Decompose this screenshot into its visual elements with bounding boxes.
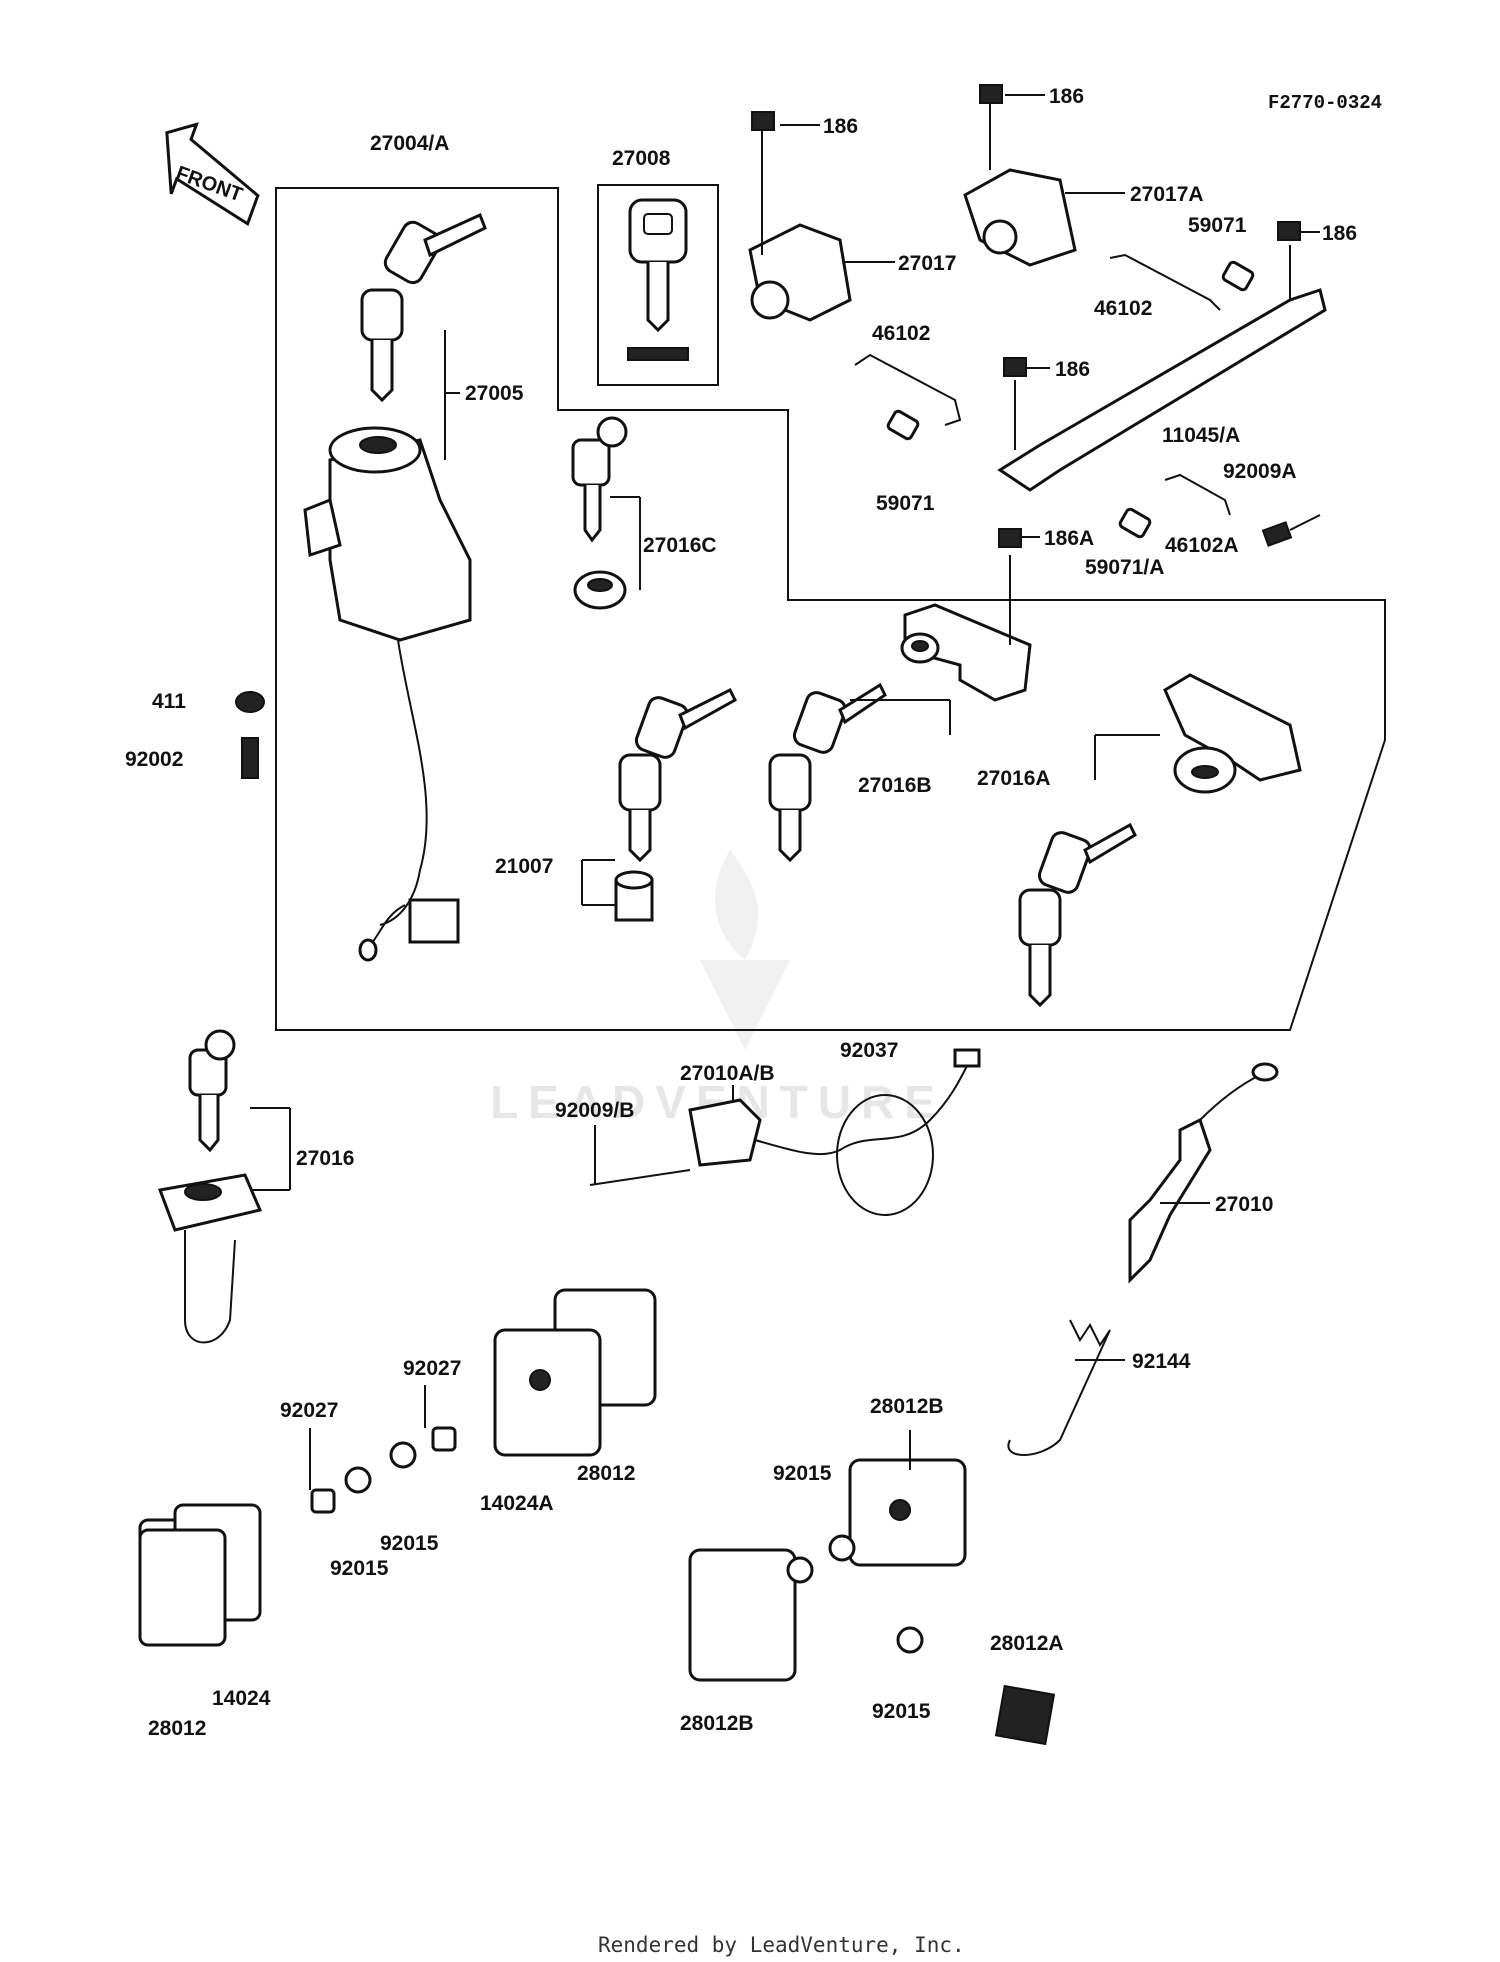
callout-11045A: 11045/A [1162,424,1240,447]
callout-186: 186 [823,115,858,138]
callout-59071A: 59071/A [1085,556,1164,579]
callout-92015: 92015 [330,1557,389,1580]
callout-27010AB: 27010A/B [680,1062,775,1085]
callout-labels: 186 186 186 186 186A 27004/A 27008 27017… [125,85,1357,1740]
callout-92009B: 92009/B [555,1099,634,1122]
callout-21007: 21007 [495,855,553,878]
callout-27016C: 27016C [643,534,717,557]
watermark-logo [700,850,790,1050]
washer-411-icon [235,691,265,713]
callout-92037: 92037 [840,1039,898,1062]
callout-28012B: 28012B [680,1712,754,1735]
leader-lines [250,94,1320,1490]
diagram-code: F2770-0324 [1268,92,1382,114]
callout-59071: 59071 [1188,214,1247,237]
callout-28012A: 28012A [990,1632,1064,1655]
callout-27005: 27005 [465,382,524,405]
key-pair-21007-icon [614,687,737,922]
lock-27016-icon [157,1029,263,1344]
front-arrow-icon: FRONT [165,122,260,227]
callout-27016B: 27016B [858,774,932,797]
key-pair-27016B-icon [768,682,887,863]
callout-186: 186 [1322,222,1357,245]
reflector-28012B-top-icon [848,1458,967,1567]
callout-27016: 27016 [296,1147,354,1170]
callout-27010: 27010 [1215,1193,1273,1216]
callout-411: 411 [152,690,186,713]
callout-92015: 92015 [773,1462,832,1485]
ignition-switch-icon [303,426,472,962]
callout-92027: 92027 [280,1399,338,1422]
key-blank-icon [627,198,689,361]
callout-27017A: 27017A [1130,183,1204,206]
callout-14024: 14024 [212,1687,271,1710]
callout-59071: 59071 [876,492,935,515]
callout-186A: 186A [1044,527,1094,550]
callout-28012: 28012 [148,1717,206,1740]
callout-92002: 92002 [125,748,183,771]
callout-27016A: 27016A [977,767,1051,790]
callout-27004A: 27004/A [370,132,449,155]
lock-cylinder-27016C-icon [571,416,628,610]
key-pair-27016A-icon [1018,822,1137,1008]
callout-27017: 27017 [898,252,956,275]
callout-92144: 92144 [1132,1350,1191,1373]
callout-92015: 92015 [872,1700,931,1723]
reflector-28012-right-icon [493,1288,657,1457]
callout-27008: 27008 [612,147,671,170]
reflector-28012A-icon [994,1684,1056,1746]
key-pair-27005-icon [360,212,487,403]
spring-92144-icon [1007,1319,1111,1456]
callout-46102A: 46102A [1165,534,1239,557]
reflector-28012-left-icon [138,1503,262,1647]
rod-46102-icon [854,253,1231,516]
key-blank-box [597,184,719,386]
screw-92009A-icon [1261,514,1321,547]
callout-186: 186 [1055,358,1090,381]
callout-186: 186 [1049,85,1084,108]
clip-59071-icon [886,260,1255,539]
callout-14024A: 14024A [480,1492,554,1515]
lever-11045A-icon [997,245,1327,492]
footer-credit: Rendered by LeadVenture, Inc. [598,1933,965,1957]
reflector-28012B-bottom-icon [688,1548,797,1682]
switch-27010-icon [1128,1062,1279,1284]
band-92037-icon [836,1094,934,1216]
kit-outline [275,187,1386,1031]
callout-28012B: 28012B [870,1395,944,1418]
callout-46102: 46102 [1094,297,1152,320]
callout-92009A: 92009A [1223,460,1297,483]
spacer-92027-icon [310,1426,457,1514]
callout-92015: 92015 [380,1532,439,1555]
lock-27016A-icon [1163,673,1302,794]
callout-28012: 28012 [577,1462,635,1485]
lock-27016B-icon [900,555,1032,702]
screw-92002-icon [241,737,259,779]
sensor-27010AB-icon [589,1048,981,1186]
nut-92015-icon [344,1441,924,1654]
switch-housing-27017A-icon [963,95,1077,267]
callout-92027: 92027 [403,1357,461,1380]
switch-housing-27017-icon [748,120,852,322]
callout-46102: 46102 [872,322,930,345]
